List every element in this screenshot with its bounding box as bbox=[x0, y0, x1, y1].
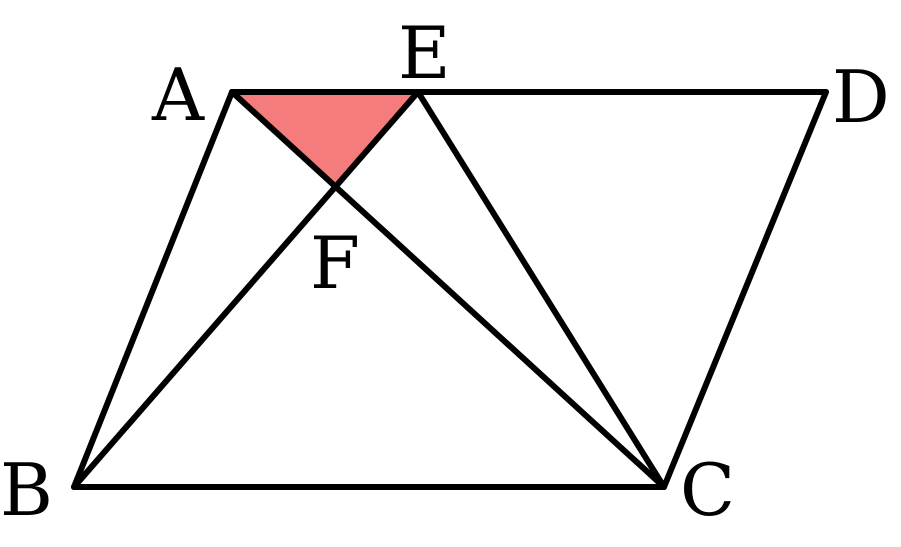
label-b: B bbox=[0, 448, 53, 532]
label-f: F bbox=[310, 221, 360, 305]
segment-ac bbox=[229, 89, 667, 490]
segment-ec bbox=[415, 89, 667, 490]
segment-ab bbox=[71, 89, 235, 490]
label-c: C bbox=[680, 448, 735, 532]
segment-cd bbox=[661, 89, 829, 490]
label-a: A bbox=[151, 53, 205, 137]
label-d: D bbox=[832, 55, 890, 139]
shaded-triangle-aef bbox=[232, 92, 418, 186]
label-e: E bbox=[398, 11, 451, 95]
segment-be bbox=[71, 89, 421, 490]
